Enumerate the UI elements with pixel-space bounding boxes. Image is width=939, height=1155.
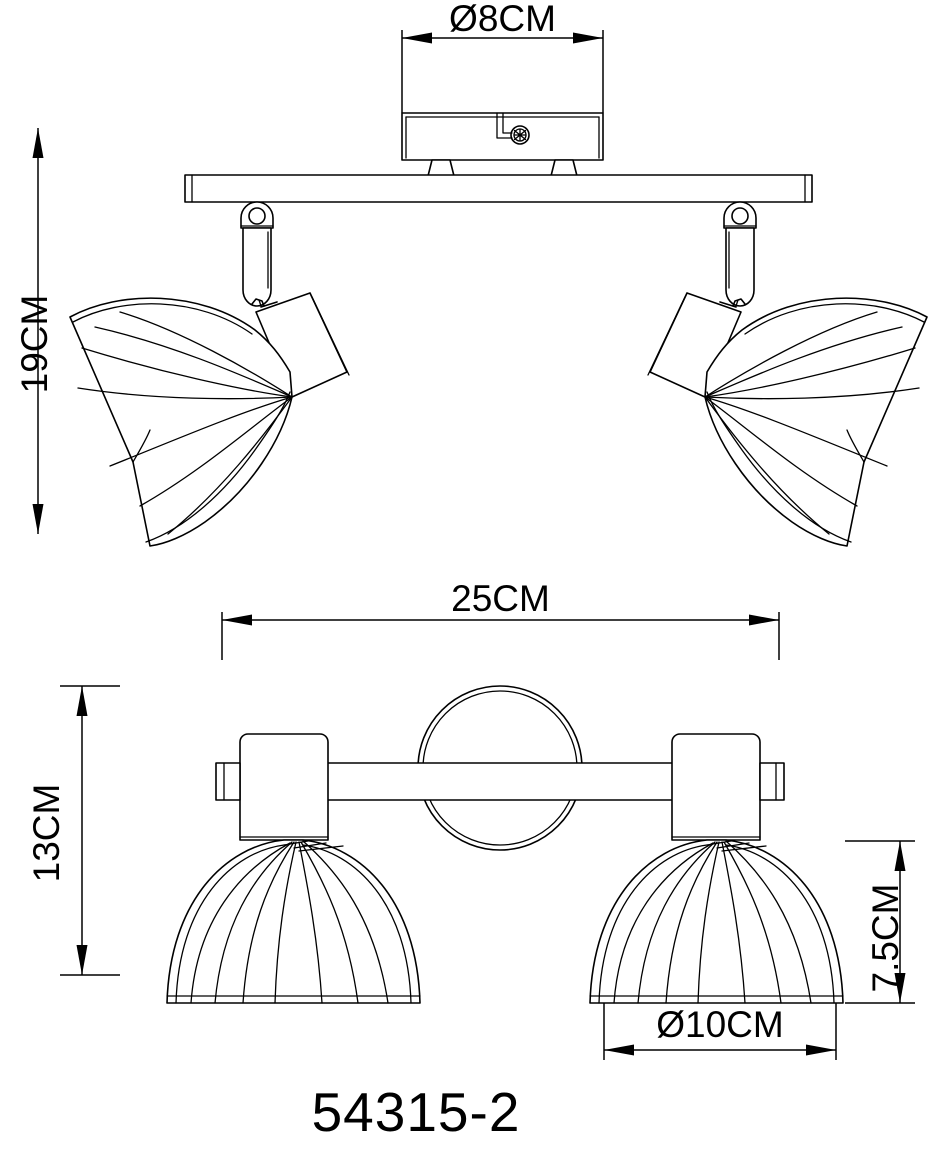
left-socket-block [215,733,329,841]
dim-overall-height [32,128,44,534]
right-shade-front [704,297,928,547]
dim-label-overall-width: 25CM [451,578,550,619]
dim-shade-diameter [603,1003,837,1060]
left-arm-assembly [240,201,350,398]
dim-fixture-depth [60,685,120,976]
left-shade-front [69,297,293,547]
dim-label-canopy-diameter: Ø8CM [449,0,556,39]
dim-label-overall-height: 19CM [14,294,55,394]
model-number-label: 54315-2 [311,1081,521,1143]
right-socket-block [671,733,785,841]
left-shade-side [166,839,421,1004]
mounting-bar-front [184,174,813,203]
right-shade-side [589,839,844,1004]
dim-label-shade-diameter: Ø10CM [656,1004,784,1045]
dim-shade-height [845,840,915,1004]
dim-label-shade-height: 7.5CM [865,883,906,993]
right-arm-assembly [647,201,757,398]
dim-overall-width [221,612,780,660]
dim-label-fixture-depth: 13CM [26,783,67,883]
dim-canopy-diameter [401,30,604,113]
ceiling-canopy-front [401,112,604,161]
mounting-bar-side [267,762,733,801]
canopy-mount-spacers [427,159,578,177]
